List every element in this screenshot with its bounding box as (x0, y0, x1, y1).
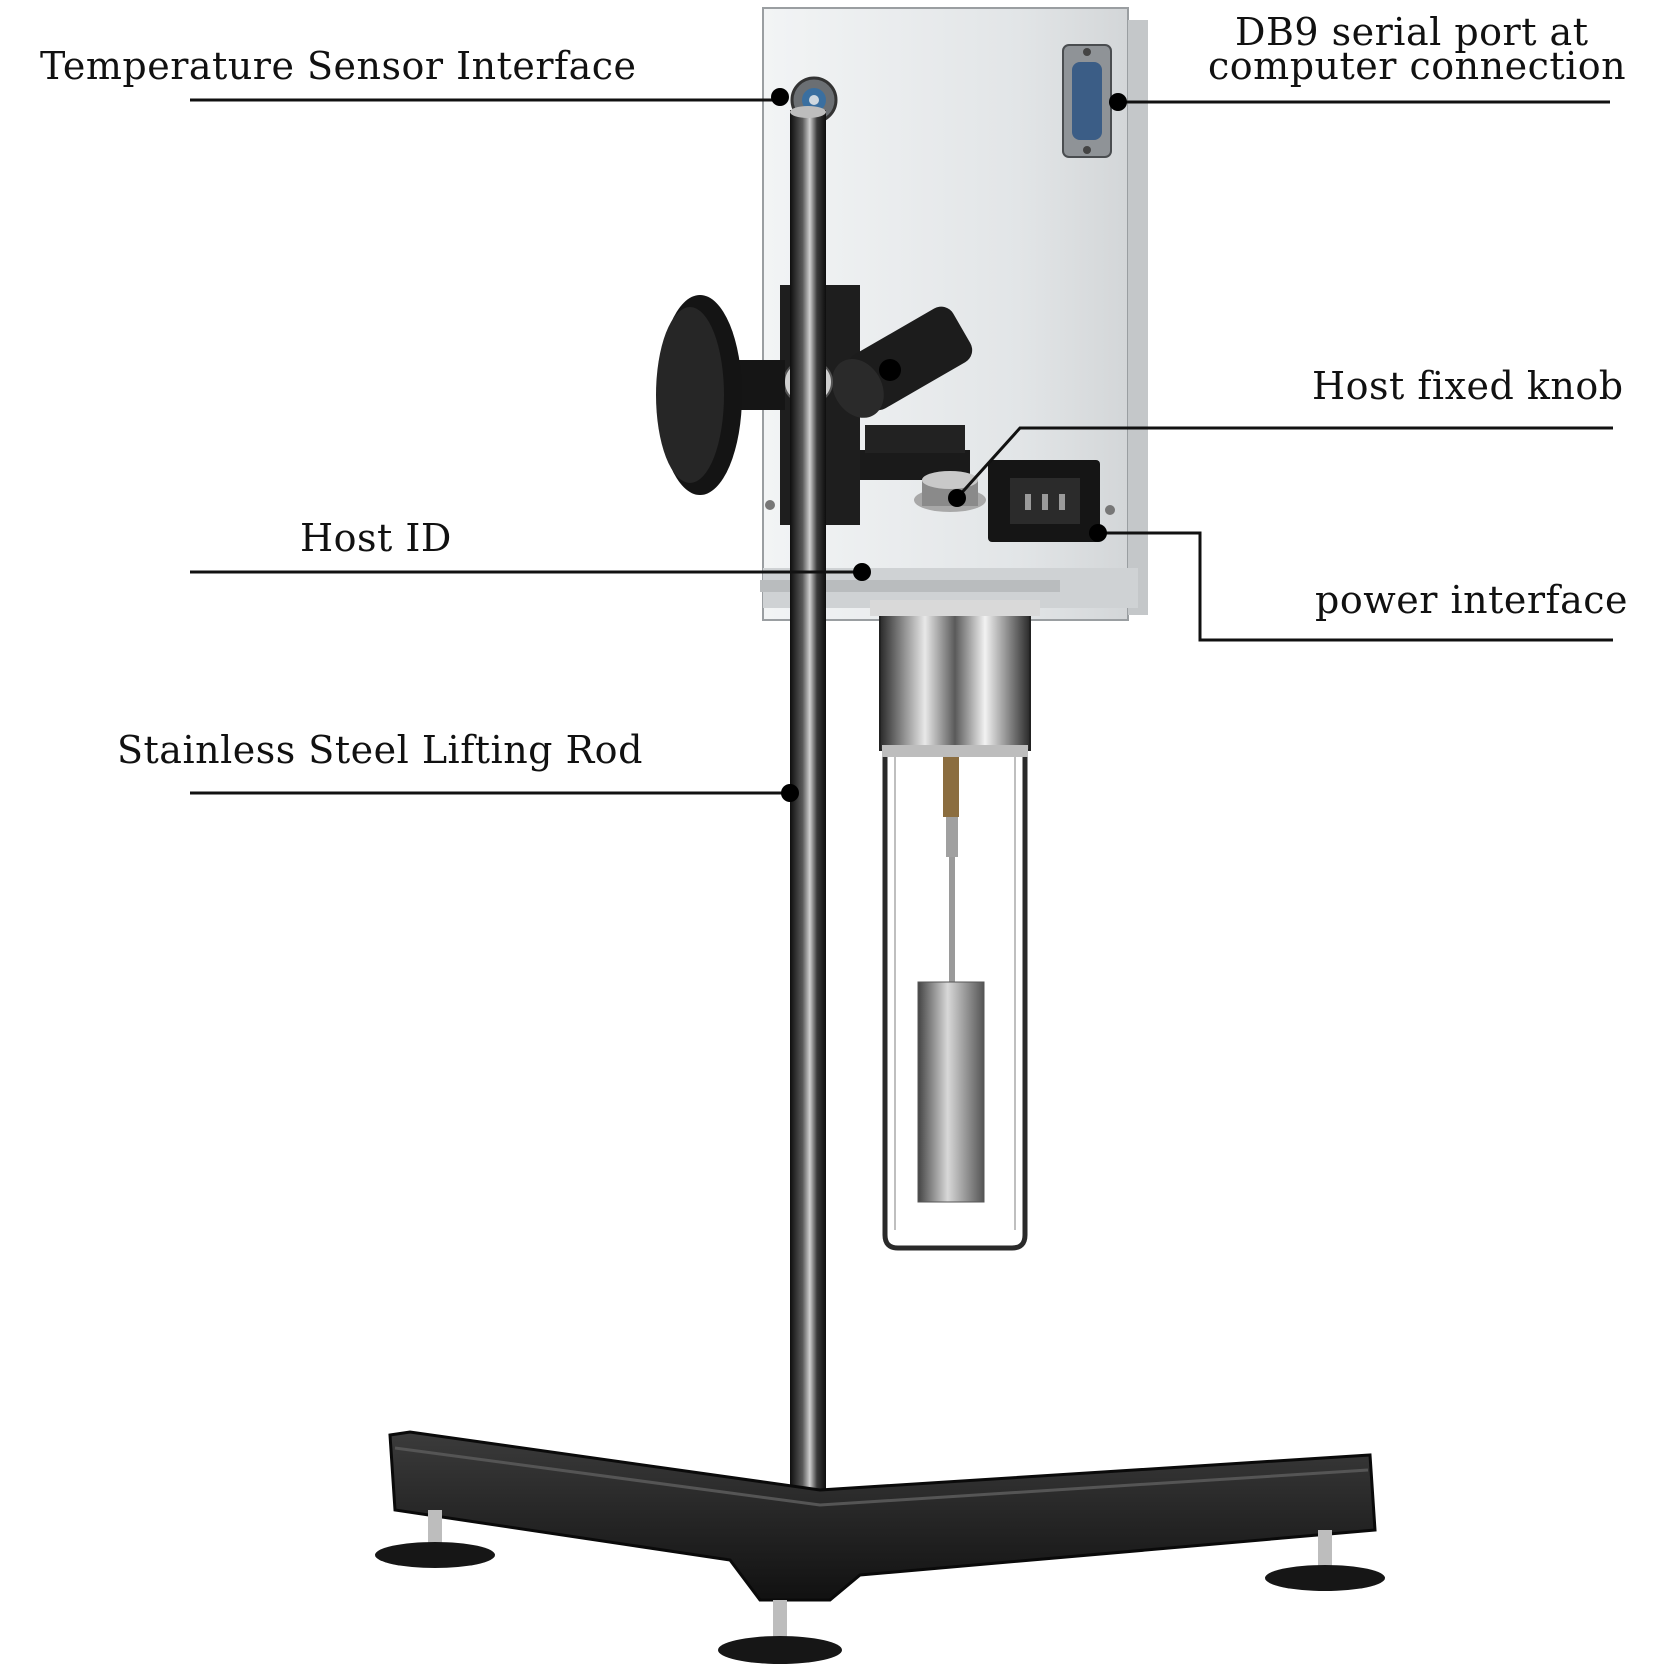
label-temperature-sensor-interface: Temperature Sensor Interface (40, 44, 637, 88)
label-host-id: Host ID (300, 516, 452, 560)
label-stainless-steel-lifting-rod: Stainless Steel Lifting Rod (117, 728, 643, 772)
leveling-foot-right (1265, 1530, 1385, 1591)
measuring-cup (870, 600, 1040, 1251)
leader-lines (190, 98, 1613, 795)
label-power-interface: power interface (1315, 578, 1629, 622)
leader-power-interface (1098, 531, 1613, 642)
rotor-spindle (917, 757, 985, 1203)
label-db9-serial-port-line2: computer connection (1208, 44, 1627, 88)
power-socket (765, 460, 1115, 542)
stainless-steel-lifting-rod (790, 106, 826, 1510)
label-host-fixed-knob: Host fixed knob (1312, 364, 1624, 408)
db9-serial-port (1062, 44, 1112, 158)
leader-dots (771, 88, 1127, 802)
leader-host-fixed-knob (955, 426, 1613, 500)
leveling-foot-front (718, 1600, 842, 1664)
label-db9-serial-port-line1: DB9 serial port at (1235, 10, 1589, 54)
leveling-foot-left (375, 1510, 495, 1568)
tripod-base (375, 1430, 1385, 1664)
